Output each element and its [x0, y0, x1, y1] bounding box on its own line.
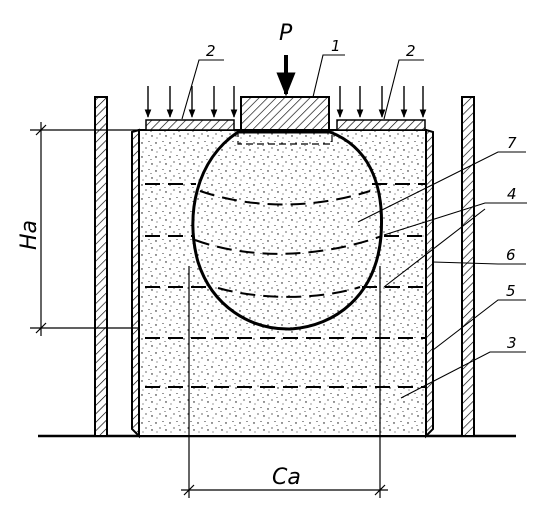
reinforcement-layers [145, 183, 425, 388]
width-label: Ca [272, 465, 301, 490]
callout-6: 6 [506, 246, 516, 264]
height-label: Ha [17, 220, 42, 250]
surcharge-plate-right [336, 119, 426, 131]
outer-wall-left [94, 96, 108, 437]
callout-7: 7 [507, 134, 517, 152]
callout-2-right: 2 [406, 42, 416, 60]
surcharge-plate-left [145, 119, 235, 131]
loading-stamp [240, 96, 330, 131]
load-label: P [279, 21, 293, 46]
inner-wall-left [131, 128, 140, 439]
height-dimension [30, 122, 138, 336]
leader-lines [181, 54, 527, 399]
outer-wall-right [461, 96, 475, 437]
width-dimension [181, 266, 388, 498]
callout-1: 1 [331, 37, 341, 55]
callout-2-left: 2 [206, 42, 216, 60]
stamp-outline-dashed [237, 129, 333, 145]
callout-5: 5 [506, 282, 516, 300]
deformation-bulb [191, 130, 384, 331]
callout-3: 3 [507, 334, 517, 352]
callout-4: 4 [507, 185, 517, 203]
surcharge-arrows [144, 86, 427, 118]
soil-body [138, 129, 427, 437]
inner-wall-right [425, 128, 434, 439]
